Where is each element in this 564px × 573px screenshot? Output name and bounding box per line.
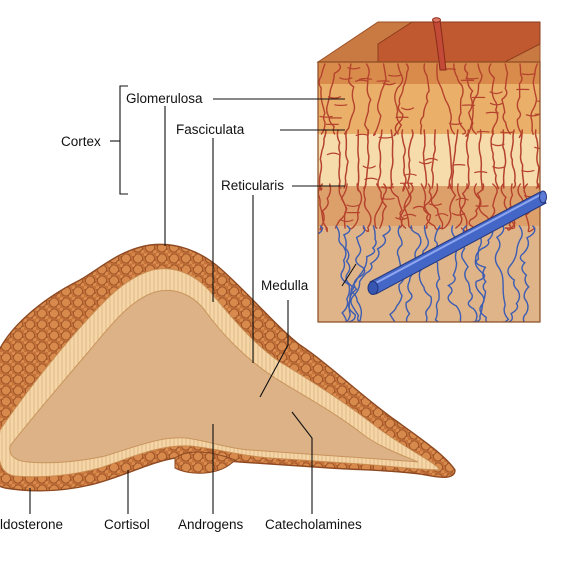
label-cortisol: Cortisol (104, 517, 150, 532)
label-fasciculata: Fasciculata (176, 122, 245, 137)
gland-cross-section (0, 243, 456, 492)
label-cortex: Cortex (61, 134, 101, 149)
cortex-bracket (119, 85, 128, 195)
label-reticularis: Reticularis (221, 178, 285, 193)
layer-capsule (318, 62, 540, 84)
artery (432, 19, 447, 71)
label-glomerulosa: Glomerulosa (126, 91, 203, 106)
gland-medulla (9, 290, 419, 464)
leader-lines (29, 85, 357, 514)
tissue-block (316, 17, 547, 323)
label-catecholamines: Catecholamines (265, 517, 362, 532)
vein (367, 190, 547, 295)
label-androgens: Androgens (178, 517, 244, 532)
label-medulla: Medulla (261, 278, 309, 293)
layer-fasciculata (318, 134, 540, 186)
label-aldosterone: Aldosterone (0, 517, 64, 532)
